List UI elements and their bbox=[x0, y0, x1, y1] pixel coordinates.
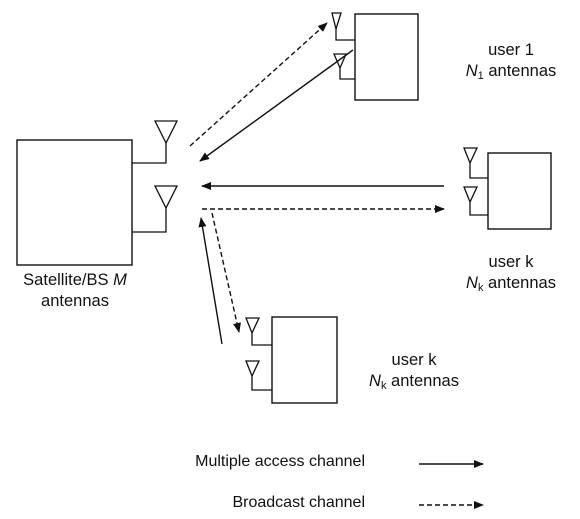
user-k-right-box bbox=[487, 152, 552, 230]
base-station-label-line2: antennas bbox=[41, 292, 109, 310]
legend bbox=[419, 460, 484, 509]
user-k-right-antenna-2 bbox=[463, 186, 488, 216]
user-1-antenna-2 bbox=[333, 53, 355, 80]
user-k-bottom-name: user k bbox=[391, 351, 437, 369]
user-k-right-antenna-1 bbox=[463, 147, 488, 179]
base-station-label-var: M bbox=[113, 271, 127, 289]
user-k-bottom-antenna-2 bbox=[245, 360, 272, 391]
legend-mac-label: Multiple access channel bbox=[195, 453, 365, 470]
user-k-bottom-terminal bbox=[245, 316, 338, 404]
user-1-antenna-1 bbox=[331, 12, 355, 41]
user-k-bottom-sub: k bbox=[380, 380, 387, 392]
user-k-right-terminal bbox=[463, 147, 552, 230]
mac-arrow-user-k-bottom bbox=[198, 217, 223, 345]
user-1-terminal bbox=[331, 12, 419, 101]
bc-arrow-user-1 bbox=[189, 22, 328, 147]
user-k-right-name: user k bbox=[488, 253, 534, 271]
user-k-right-label: user k Nk antennas bbox=[442, 252, 580, 294]
bc-arrow-user-k-bottom bbox=[211, 212, 241, 333]
user-1-sub: 1 bbox=[477, 70, 484, 82]
user-k-bottom-suffix: antennas bbox=[386, 372, 459, 390]
user-1-label: user 1 N1 antennas bbox=[442, 40, 580, 82]
user-k-right-var: N bbox=[466, 274, 478, 292]
base-station bbox=[16, 120, 179, 266]
user-k-right-sub: k bbox=[477, 282, 484, 294]
user-k-right-suffix: antennas bbox=[483, 274, 556, 292]
base-station-antenna-2 bbox=[132, 185, 179, 233]
user-k-bottom-var: N bbox=[369, 372, 381, 390]
user-k-bottom-label: user k Nk antennas bbox=[345, 350, 483, 392]
user-1-box bbox=[354, 13, 419, 101]
base-station-antenna-1 bbox=[132, 120, 179, 164]
legend-bc-label: Broadcast channel bbox=[232, 494, 365, 511]
user-1-name: user 1 bbox=[488, 41, 534, 59]
user-k-bottom-antenna-1 bbox=[245, 317, 272, 346]
channel-arrows bbox=[189, 22, 445, 345]
base-station-label: Satellite/BS M antennas bbox=[0, 270, 150, 312]
user-k-bottom-box bbox=[271, 316, 338, 404]
base-station-label-prefix: Satellite/BS bbox=[23, 271, 114, 289]
user-1-suffix: antennas bbox=[483, 62, 557, 80]
base-station-box bbox=[16, 139, 133, 266]
mac-arrow-user-1 bbox=[199, 49, 354, 162]
user-1-var: N bbox=[465, 62, 478, 80]
